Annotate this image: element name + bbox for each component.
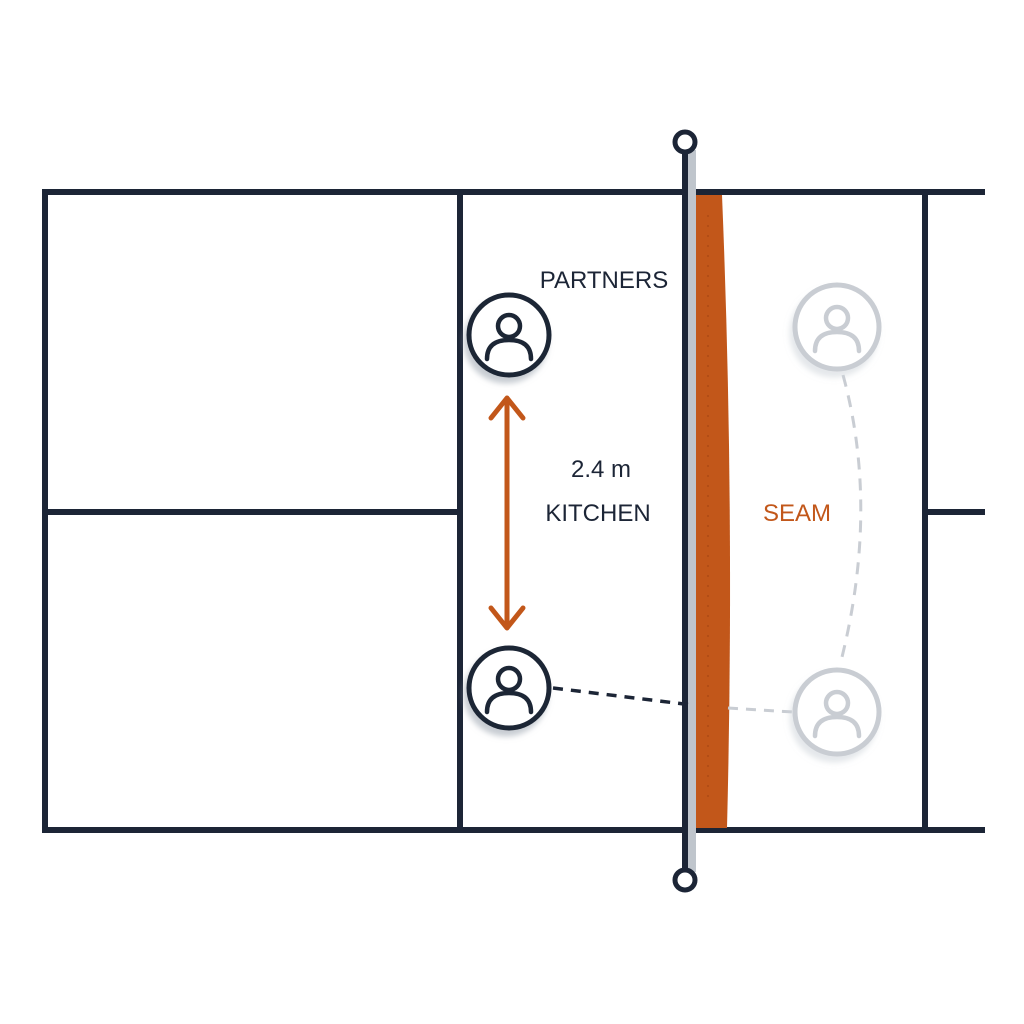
person-icon (792, 667, 882, 757)
seam-band (694, 195, 731, 828)
court-lines (42, 189, 985, 833)
person-icon (466, 292, 552, 378)
player-top (466, 292, 552, 378)
rotation-path (838, 374, 863, 666)
person-icon (466, 645, 552, 731)
arrow-head-down (488, 605, 526, 631)
distance-arrow (488, 395, 526, 631)
kitchen-label: KITCHEN (545, 500, 650, 527)
ghost-player-top (792, 282, 882, 372)
player-link-line (552, 686, 693, 707)
partners-label: PARTNERS (540, 267, 668, 294)
distance-label: 2.4 m (571, 456, 631, 483)
net-post-bottom (672, 867, 698, 893)
seam-label: SEAM (763, 500, 831, 527)
ghost-player-bottom (792, 667, 882, 757)
person-icon (792, 282, 882, 372)
ghost-link-line (727, 706, 794, 714)
net-post-top (672, 129, 698, 155)
player-bottom (466, 645, 552, 731)
net (672, 129, 698, 893)
arrow-head-up (488, 395, 526, 421)
